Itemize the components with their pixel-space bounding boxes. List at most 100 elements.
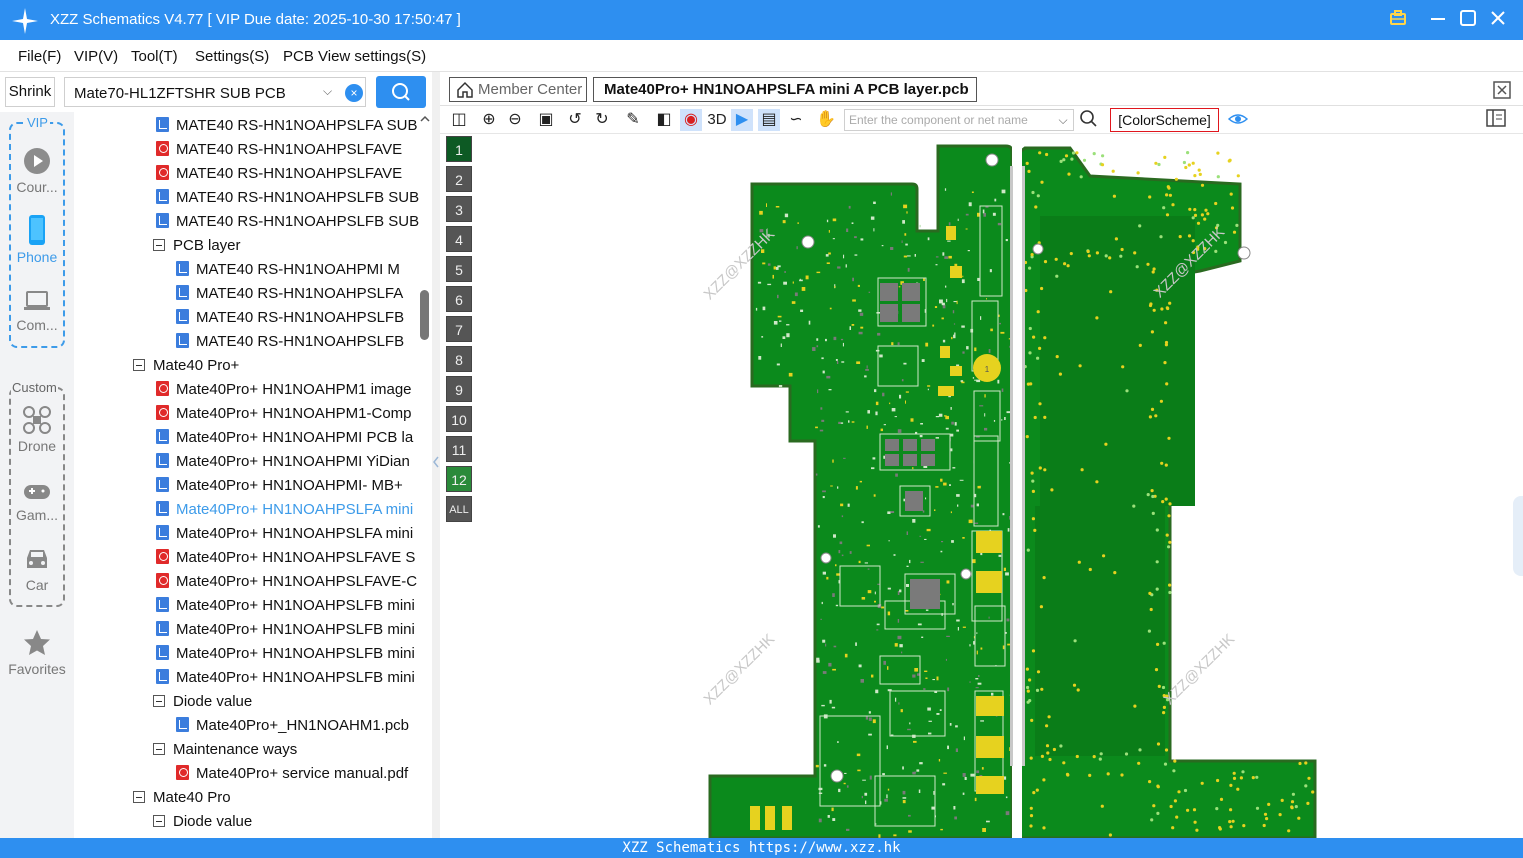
layer-button-5[interactable]: 5 (446, 256, 472, 282)
highlight-icon[interactable]: ◉ (680, 109, 702, 131)
search-input[interactable]: Mate70-HL1ZFTSHR SUB PCB (74, 85, 286, 102)
color-scheme-button[interactable]: [ColorScheme] (1110, 108, 1219, 132)
tree-item[interactable]: MATE40 RS-HN1NOAHPSLFAVE (156, 138, 408, 162)
tree-item[interactable]: Mate40 Pro (133, 786, 407, 810)
tree-item[interactable]: Mate40Pro+ HN1NOAHPSLFB mini (156, 594, 415, 618)
rail-item-computer[interactable]: Com... (0, 288, 74, 333)
scroll-up-icon[interactable] (418, 113, 432, 125)
menu-vip[interactable]: VIP(V) (74, 48, 119, 65)
menu-pcb-view-settings[interactable]: PCB View settings(S) (283, 48, 427, 65)
tree-item[interactable]: Diode value (153, 810, 407, 834)
tree-item[interactable]: MATE40 RS-HN1NOAHPSLFB (176, 330, 408, 354)
tree-item[interactable]: Diode value (153, 690, 407, 714)
layer-button-8[interactable]: 8 (446, 346, 472, 372)
layer-button-1[interactable]: 1 (446, 136, 472, 162)
collapse-toggle-icon[interactable] (153, 815, 165, 827)
rail-item-phone[interactable]: Phone (0, 214, 74, 265)
tree-scrollbar[interactable] (418, 112, 432, 838)
tree-item[interactable]: Mate40Pro+ HN1NOAHPMI PCB la (156, 426, 413, 450)
pcb-board-drawing[interactable]: 1 (480, 136, 1523, 840)
tree-item[interactable]: Mate40Pro+ HN1NOAHPSLFB mini (156, 642, 415, 666)
collapse-left-icon[interactable] (432, 452, 440, 472)
net-dropdown-icon[interactable]: ⌵ (1058, 113, 1068, 127)
layer-button-all[interactable]: ALL (446, 496, 472, 522)
layer-button-3[interactable]: 3 (446, 196, 472, 222)
collapse-toggle-icon[interactable] (153, 239, 165, 251)
tree-item[interactable]: Mate40Pro+ HN1NOAHPSLFA mini (156, 498, 413, 522)
minimize-icon[interactable] (1426, 8, 1450, 32)
panel-splitter[interactable] (432, 72, 440, 838)
menu-tool[interactable]: Tool(T) (131, 48, 178, 65)
chevron-down-icon[interactable]: ⌵ (323, 84, 333, 98)
briefcase-icon[interactable] (1386, 8, 1410, 32)
mirror-icon[interactable]: ◧ (656, 111, 672, 128)
close-tab-icon[interactable] (1492, 80, 1512, 100)
tree-item[interactable]: MATE40 RS-HN1NOAHPSLFB SUB (156, 210, 419, 234)
pan-hand-icon[interactable]: ✋ (816, 111, 836, 128)
collapse-toggle-icon[interactable] (133, 791, 145, 803)
tree-item[interactable]: Mate40Pro+ HN1NOAHPSLFA mini (156, 522, 413, 546)
tree-item[interactable]: MATE40 RS-HN1NOAHPMI M (176, 258, 408, 282)
tree-item[interactable]: MATE40 RS-HN1NOAHPSLFB SUB (156, 186, 419, 210)
paint-brush-icon[interactable]: ✎ (626, 111, 640, 128)
tree-item[interactable]: Mate40Pro+ HN1NOAHPM1 image (156, 378, 412, 402)
scrollbar-thumb[interactable] (420, 290, 429, 340)
layer-button-9[interactable]: 9 (446, 376, 472, 402)
zoom-in-icon[interactable]: ⊕ (482, 111, 496, 128)
tree-item[interactable]: MATE40 RS-HN1NOAHPSLFAVE (156, 162, 408, 186)
tree-item[interactable]: MATE40 RS-HN1NOAHPSLFA SUB (156, 114, 417, 138)
layer-button-4[interactable]: 4 (446, 226, 472, 252)
sidebar-toggle-icon[interactable] (1485, 109, 1507, 131)
tree-item[interactable]: Maintenance ways (153, 738, 407, 762)
tree-item[interactable]: MATE40 RS-HN1NOAHPSLFA (176, 282, 408, 306)
pcb-search-combo[interactable]: Mate70-HL1ZFTSHR SUB PCB ⌵ × (64, 77, 366, 107)
tree-item[interactable]: Mate40 Pro+ (133, 354, 407, 378)
rail-item-favorites[interactable]: Favorites (0, 628, 74, 677)
layer-button-2[interactable]: 2 (446, 166, 472, 192)
collapse-toggle-icon[interactable] (153, 743, 165, 755)
tree-item[interactable]: Mate40Pro+ HN1NOAHPSLFAVE-C (156, 570, 417, 594)
maximize-icon[interactable] (1456, 8, 1480, 32)
zoom-out-icon[interactable]: ⊖ (508, 111, 522, 128)
close-icon[interactable] (1486, 8, 1510, 32)
rail-item-car[interactable]: Car (0, 544, 74, 593)
menu-file[interactable]: File(F) (18, 48, 62, 65)
shrink-button[interactable]: Shrink (5, 77, 55, 107)
collapse-toggle-icon[interactable] (133, 359, 145, 371)
layer-button-6[interactable]: 6 (446, 286, 472, 312)
rail-item-course[interactable]: Cour... (0, 146, 74, 195)
eye-icon[interactable] (1227, 109, 1249, 131)
fit-view-icon[interactable]: ▣ (538, 111, 554, 128)
layer-button-11[interactable]: 11 (446, 436, 472, 462)
layer-button-7[interactable]: 7 (446, 316, 472, 342)
tree-item[interactable]: Mate40Pro+ HN1NOAHPM1-Comp (156, 402, 412, 426)
menu-settings[interactable]: Settings(S) (195, 48, 270, 65)
search-icon[interactable] (1078, 109, 1100, 131)
rotate-right-icon[interactable]: ↻ (595, 111, 609, 128)
tree-item[interactable]: Mate40Pro+_HN1NOAHM1.pcb (176, 714, 409, 738)
tree-item[interactable]: Mate40Pro+ HN1NOAHPSLFAVE S (156, 546, 415, 570)
tab-member-center[interactable]: Member Center (449, 77, 587, 102)
split-view-icon[interactable]: ◫ (451, 111, 467, 128)
search-button[interactable] (376, 76, 426, 108)
layer-button-10[interactable]: 10 (446, 406, 472, 432)
rail-item-game[interactable]: Gam... (0, 480, 74, 523)
pcb-canvas[interactable]: 1 XZZ@XZZHK XZZ@XZZHK XZZ@XZZHK XZZ@XZZH… (480, 136, 1523, 840)
clear-icon[interactable]: × (345, 84, 363, 102)
tab-active-pcb[interactable]: Mate40Pro+ HN1NOAHPSLFA mini A PCB layer… (593, 77, 977, 102)
tree-item[interactable]: Mate40Pro+ HN1NOAHPSLFB mini (156, 618, 415, 642)
net-search-input[interactable]: Enter the component or net name (844, 109, 1074, 131)
three-d-button[interactable]: 3D (707, 111, 727, 128)
tree-item[interactable]: MATE40 RS-HN1NOAHPSLFB (176, 306, 408, 330)
net-highlight-icon[interactable]: ▤ (758, 109, 780, 131)
tree-item[interactable]: Mate40Pro+ HN1NOAHPSLFB mini (156, 666, 415, 690)
rotate-left-icon[interactable]: ↺ (568, 111, 582, 128)
tree-item[interactable]: Mate40Pro+ HN1NOAHPMI- MB+ (156, 474, 408, 498)
layer-button-12[interactable]: 12 (446, 466, 472, 492)
collapse-toggle-icon[interactable] (153, 695, 165, 707)
measure-icon[interactable]: ∽ (789, 111, 803, 128)
right-panel-handle[interactable] (1513, 496, 1523, 576)
tree-item[interactable]: PCB layer (153, 234, 407, 258)
tree-item[interactable]: Mate40Pro+ service manual.pdf (176, 762, 408, 786)
tree-item[interactable]: Mate40Pro+ HN1NOAHPMI YiDian (156, 450, 410, 474)
